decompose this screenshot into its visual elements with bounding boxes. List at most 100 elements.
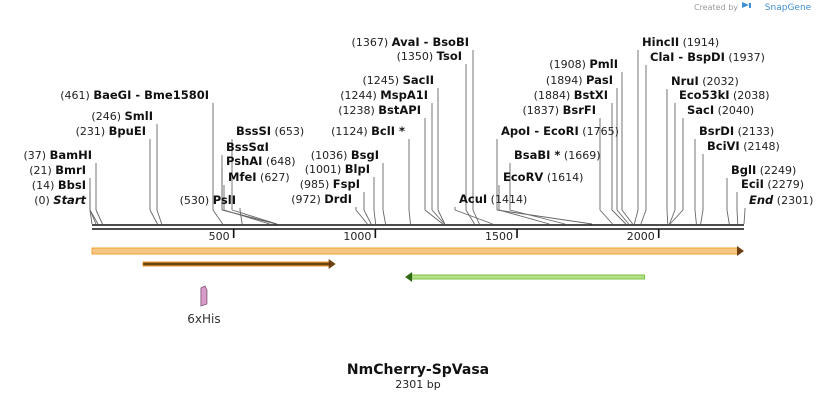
enzyme-name: BamHI xyxy=(50,148,92,162)
site-position: (627) xyxy=(257,171,290,184)
site-position: (972) xyxy=(291,193,324,206)
enzyme-name: EciI xyxy=(741,177,764,191)
enzyme-name: BlpI xyxy=(345,162,370,176)
site-leader-connector xyxy=(156,209,163,225)
site-position: (37) xyxy=(24,149,50,162)
site-label: BsrDI (2133) xyxy=(699,124,774,138)
site-leader-connector xyxy=(496,209,593,225)
scale-tick-label: 1500 xyxy=(485,230,513,243)
site-position: (2032) xyxy=(699,75,739,88)
feature-green-reverse-arrow xyxy=(405,272,646,282)
site-label: SacI (2040) xyxy=(687,103,754,117)
site-label: (1238) BstAPI xyxy=(338,103,421,117)
site-leader-connector xyxy=(431,209,445,225)
site-position: (2040) xyxy=(714,104,754,117)
site-label-text: BciVI (2148) xyxy=(707,139,780,153)
site-label-text: (0) Start xyxy=(34,193,86,207)
site-leader-connector xyxy=(472,209,480,225)
site-label: (1367) AvaI - BsoBI xyxy=(352,35,469,49)
enzyme-name: BsaBI * xyxy=(514,148,560,162)
site-labels: (0) Start(14) BbsI(21) BmrI(37) BamHI (23… xyxy=(24,35,814,207)
site-label-text: (1837) BsrFI xyxy=(523,103,597,117)
site-label: (246) SmlI xyxy=(91,109,153,123)
enzyme-name: BsrFI xyxy=(563,103,596,117)
site-label-text: (1124) BclI * xyxy=(331,124,405,138)
feature-arrowhead xyxy=(405,272,413,282)
site-position: (1914) xyxy=(679,36,719,49)
site-label-text: (1245) SacII xyxy=(363,73,435,87)
site-leader-connector xyxy=(599,209,613,225)
site-label: BglI (2249) xyxy=(731,163,796,177)
site-label-text: Eco53kI (2038) xyxy=(679,88,770,102)
site-label-text: ApoI - EcoRI (1765) xyxy=(501,124,619,138)
enzyme-name: BsoBI xyxy=(432,35,469,49)
enzyme-name: NruI xyxy=(671,74,699,88)
site-position: (2279) xyxy=(764,178,804,191)
site-label-text: BglI (2249) xyxy=(731,163,796,177)
site-position: (1884) xyxy=(534,89,574,102)
site-label: (1350) TsoI xyxy=(397,49,462,63)
site-label-text: NruI (2032) xyxy=(671,74,739,88)
site-position: (648) xyxy=(262,155,295,168)
site-name-sep: - xyxy=(674,50,687,64)
enzyme-name: MfeI xyxy=(228,170,257,184)
site-name-sep: - xyxy=(420,35,433,49)
site-label: (985) FspI xyxy=(300,177,360,191)
site-label: (21) BmrI xyxy=(29,163,86,177)
site-leader-connector xyxy=(669,209,676,225)
site-leader-connector xyxy=(726,209,730,225)
enzyme-name: BssSαI xyxy=(226,140,269,154)
site-leader-connector xyxy=(633,209,639,225)
site-position: (1244) xyxy=(340,89,380,102)
site-position: (1124) xyxy=(331,125,371,138)
site-label-text: EciI (2279) xyxy=(741,177,804,191)
site-name-sep: - xyxy=(530,124,543,138)
site-position: (231) xyxy=(76,125,109,138)
map-title: NmCherry-SpVasa xyxy=(347,362,489,378)
site-position: (246) xyxy=(91,110,124,123)
site-label-text: PshAI (648) xyxy=(226,154,296,168)
enzyme-name: PshAI xyxy=(226,154,262,168)
site-leader-connector xyxy=(743,209,746,225)
site-label-text: (1238) BstAPI xyxy=(338,103,421,117)
site-label: (1001) BlpI xyxy=(305,162,370,176)
site-position: (1350) xyxy=(397,50,437,63)
site-label-text: HincII (1914) xyxy=(642,35,719,49)
site-leader-connector xyxy=(89,209,93,225)
site-leader-connector xyxy=(231,209,278,225)
site-leader-connector xyxy=(498,209,550,225)
site-label: (972) DrdI xyxy=(291,192,352,206)
site-label-text: (231) BpuEI xyxy=(76,124,146,138)
site-leader-connector xyxy=(736,209,739,225)
site-leader-connector xyxy=(509,209,566,225)
site-position: (461) xyxy=(60,89,93,102)
site-label: (14) BbsI xyxy=(32,178,86,192)
site-position: (1245) xyxy=(363,74,403,87)
site-label: (37) BamHI xyxy=(24,148,93,162)
enzyme-name: HincII xyxy=(642,35,679,49)
site-label-text: EcoRV (1614) xyxy=(503,170,583,184)
site-leader-connector xyxy=(666,209,669,225)
enzyme-name: BbsI xyxy=(58,178,86,192)
enzyme-name: MspA1I xyxy=(380,88,428,102)
site-position: (653) xyxy=(271,125,304,138)
site-label: (1124) BclI * xyxy=(331,124,405,138)
site-label: End (2301) xyxy=(749,193,813,207)
site-label: (1837) BsrFI xyxy=(523,103,597,117)
enzyme-name: SacII xyxy=(403,73,434,87)
site-leader-connector xyxy=(212,209,223,225)
site-label: (1908) PmlI xyxy=(549,57,618,71)
site-leader-connector xyxy=(611,209,627,225)
site-leader-connector xyxy=(149,209,158,225)
site-label-text: MfeI (627) xyxy=(228,170,290,184)
enzyme-name: TsoI xyxy=(437,49,462,63)
enzyme-name: ApoI xyxy=(501,124,530,138)
site-label: BciVI (2148) xyxy=(707,139,780,153)
site-label: HincII (1914) xyxy=(642,35,719,49)
site-leader-connector xyxy=(694,209,697,225)
site-leader-connector xyxy=(640,209,647,225)
site-position: (985) xyxy=(300,178,333,191)
